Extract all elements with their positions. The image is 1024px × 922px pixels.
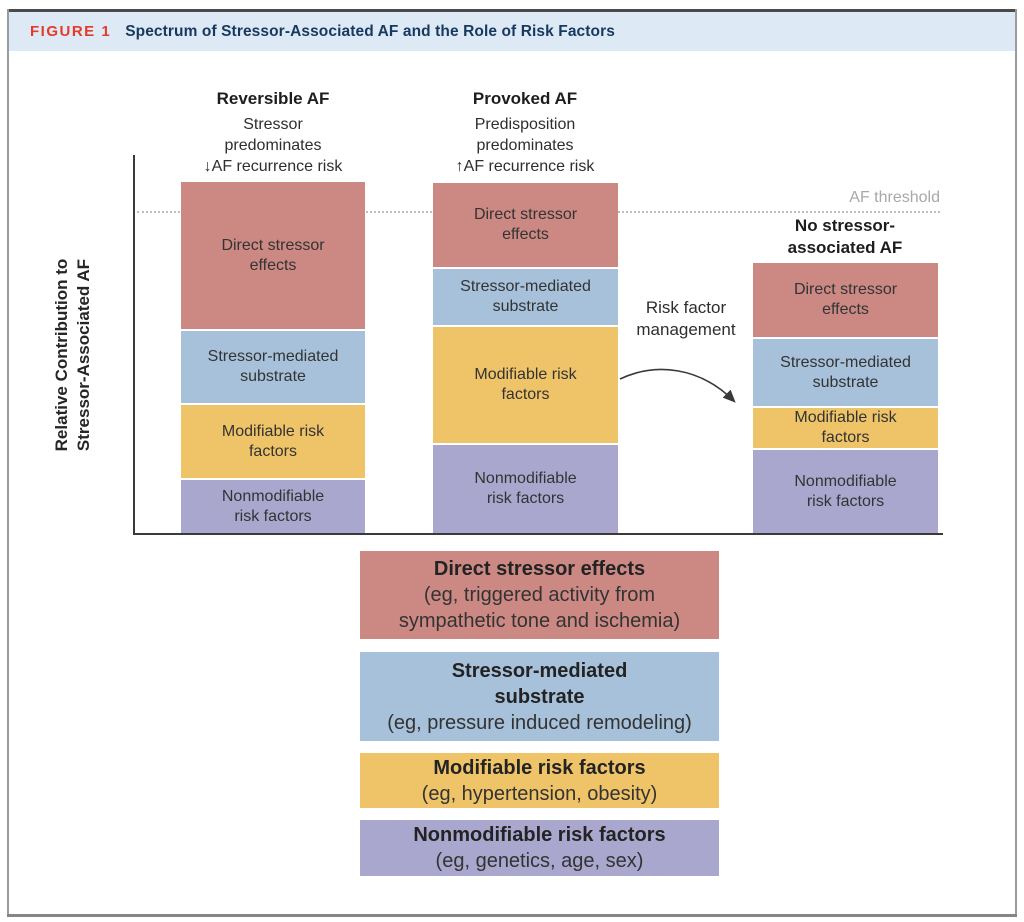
legend-description-line: sympathetic tone and ischemia) — [398, 610, 681, 632]
column-subtitle-line: predominates — [224, 137, 322, 154]
legend-title-line: substrate — [494, 685, 585, 708]
column-header-provoked-af: Provoked AF Predisposition predominates … — [425, 88, 625, 177]
risk-management-line1: Risk factor — [645, 298, 727, 317]
risk-management-line2: management — [636, 320, 736, 339]
legend-description-line: (eg, hypertension, obesity) — [421, 782, 658, 805]
x-axis-line — [133, 533, 943, 535]
figure-header: FIGURE 1 Spectrum of Stressor-Associated… — [9, 12, 1015, 51]
column-subtitle-line: Stressor — [243, 116, 303, 133]
segment-stressor_substrate: Stressor-mediated substrate — [753, 339, 938, 406]
legend-direct_stressor: Direct stressor effects (eg, triggered ac… — [360, 551, 719, 639]
segment-nonmodifiable: Nonmodifiable risk factors — [753, 450, 938, 533]
legend-stressor_substrate: Stressor-mediated substrate (eg, pressure … — [360, 652, 719, 741]
y-axis-line — [133, 155, 135, 535]
legend-title-line: Direct stressor effects — [433, 558, 646, 580]
figure-title: Spectrum of Stressor-Associated AF and t… — [125, 22, 615, 40]
legend-title-line: Modifiable risk factors — [433, 756, 646, 779]
frame-bottom-line — [7, 914, 1017, 917]
y-axis-label-line2: Stressor-Associated AF — [74, 258, 93, 452]
frame-right-border — [1015, 9, 1017, 917]
segment-direct_stressor: Direct stressor effects — [433, 183, 618, 267]
column-subtitle-line: predominates — [476, 137, 574, 154]
risk-factor-management-label: Risk factor management — [612, 297, 760, 341]
legend-modifiable: Modifiable risk factors (eg, hypertension… — [360, 753, 719, 808]
column-header-reversible-af: Reversible AF Stressor predominates ↓AF … — [173, 88, 373, 177]
column-subtitle-line: ↓AF recurrence risk — [203, 158, 343, 175]
column-title: No stressor- associated AF — [787, 216, 903, 257]
figure-number-label: FIGURE 1 — [30, 23, 112, 40]
column-title: Provoked AF — [472, 89, 578, 108]
column-header-no-stressor-af: No stressor- associated AF — [745, 215, 945, 263]
segment-direct_stressor: Direct stressor effects — [181, 182, 365, 329]
segment-stressor_substrate: Stressor-mediated substrate — [433, 269, 618, 325]
segment-modifiable: Modifiable risk factors — [181, 405, 365, 478]
segment-direct_stressor: Direct stressor effects — [753, 263, 938, 337]
segment-modifiable: Modifiable risk factors — [753, 408, 938, 448]
y-axis-label-line1: Relative Contribution to — [52, 258, 71, 452]
legend-title-line: Nonmodifiable risk factors — [413, 824, 666, 846]
segment-stressor_substrate: Stressor-mediated substrate — [181, 331, 365, 403]
column-subtitle-line: Predisposition — [474, 116, 576, 133]
segment-modifiable: Modifiable risk factors — [433, 327, 618, 443]
legend-nonmodifiable: Nonmodifiable risk factors (eg, genetics,… — [360, 820, 719, 876]
legend-description-line: (eg, genetics, age, sex) — [435, 850, 644, 872]
segment-nonmodifiable: Nonmodifiable risk factors — [433, 445, 618, 533]
legend-title-line: Stressor-mediated — [451, 659, 628, 682]
legend-description-line: (eg, pressure induced remodeling) — [387, 711, 692, 734]
segment-nonmodifiable: Nonmodifiable risk factors — [181, 480, 365, 533]
frame-top-line — [7, 9, 1017, 12]
y-axis-label: Relative Contribution to Stressor-Associ… — [51, 190, 95, 520]
legend-description-line: (eg, triggered activity from — [423, 584, 656, 606]
frame-left-border — [7, 9, 9, 917]
column-title: Reversible AF — [216, 89, 330, 108]
column-subtitle-line: ↑AF recurrence risk — [455, 158, 595, 175]
af-threshold-label: AF threshold — [849, 189, 940, 206]
